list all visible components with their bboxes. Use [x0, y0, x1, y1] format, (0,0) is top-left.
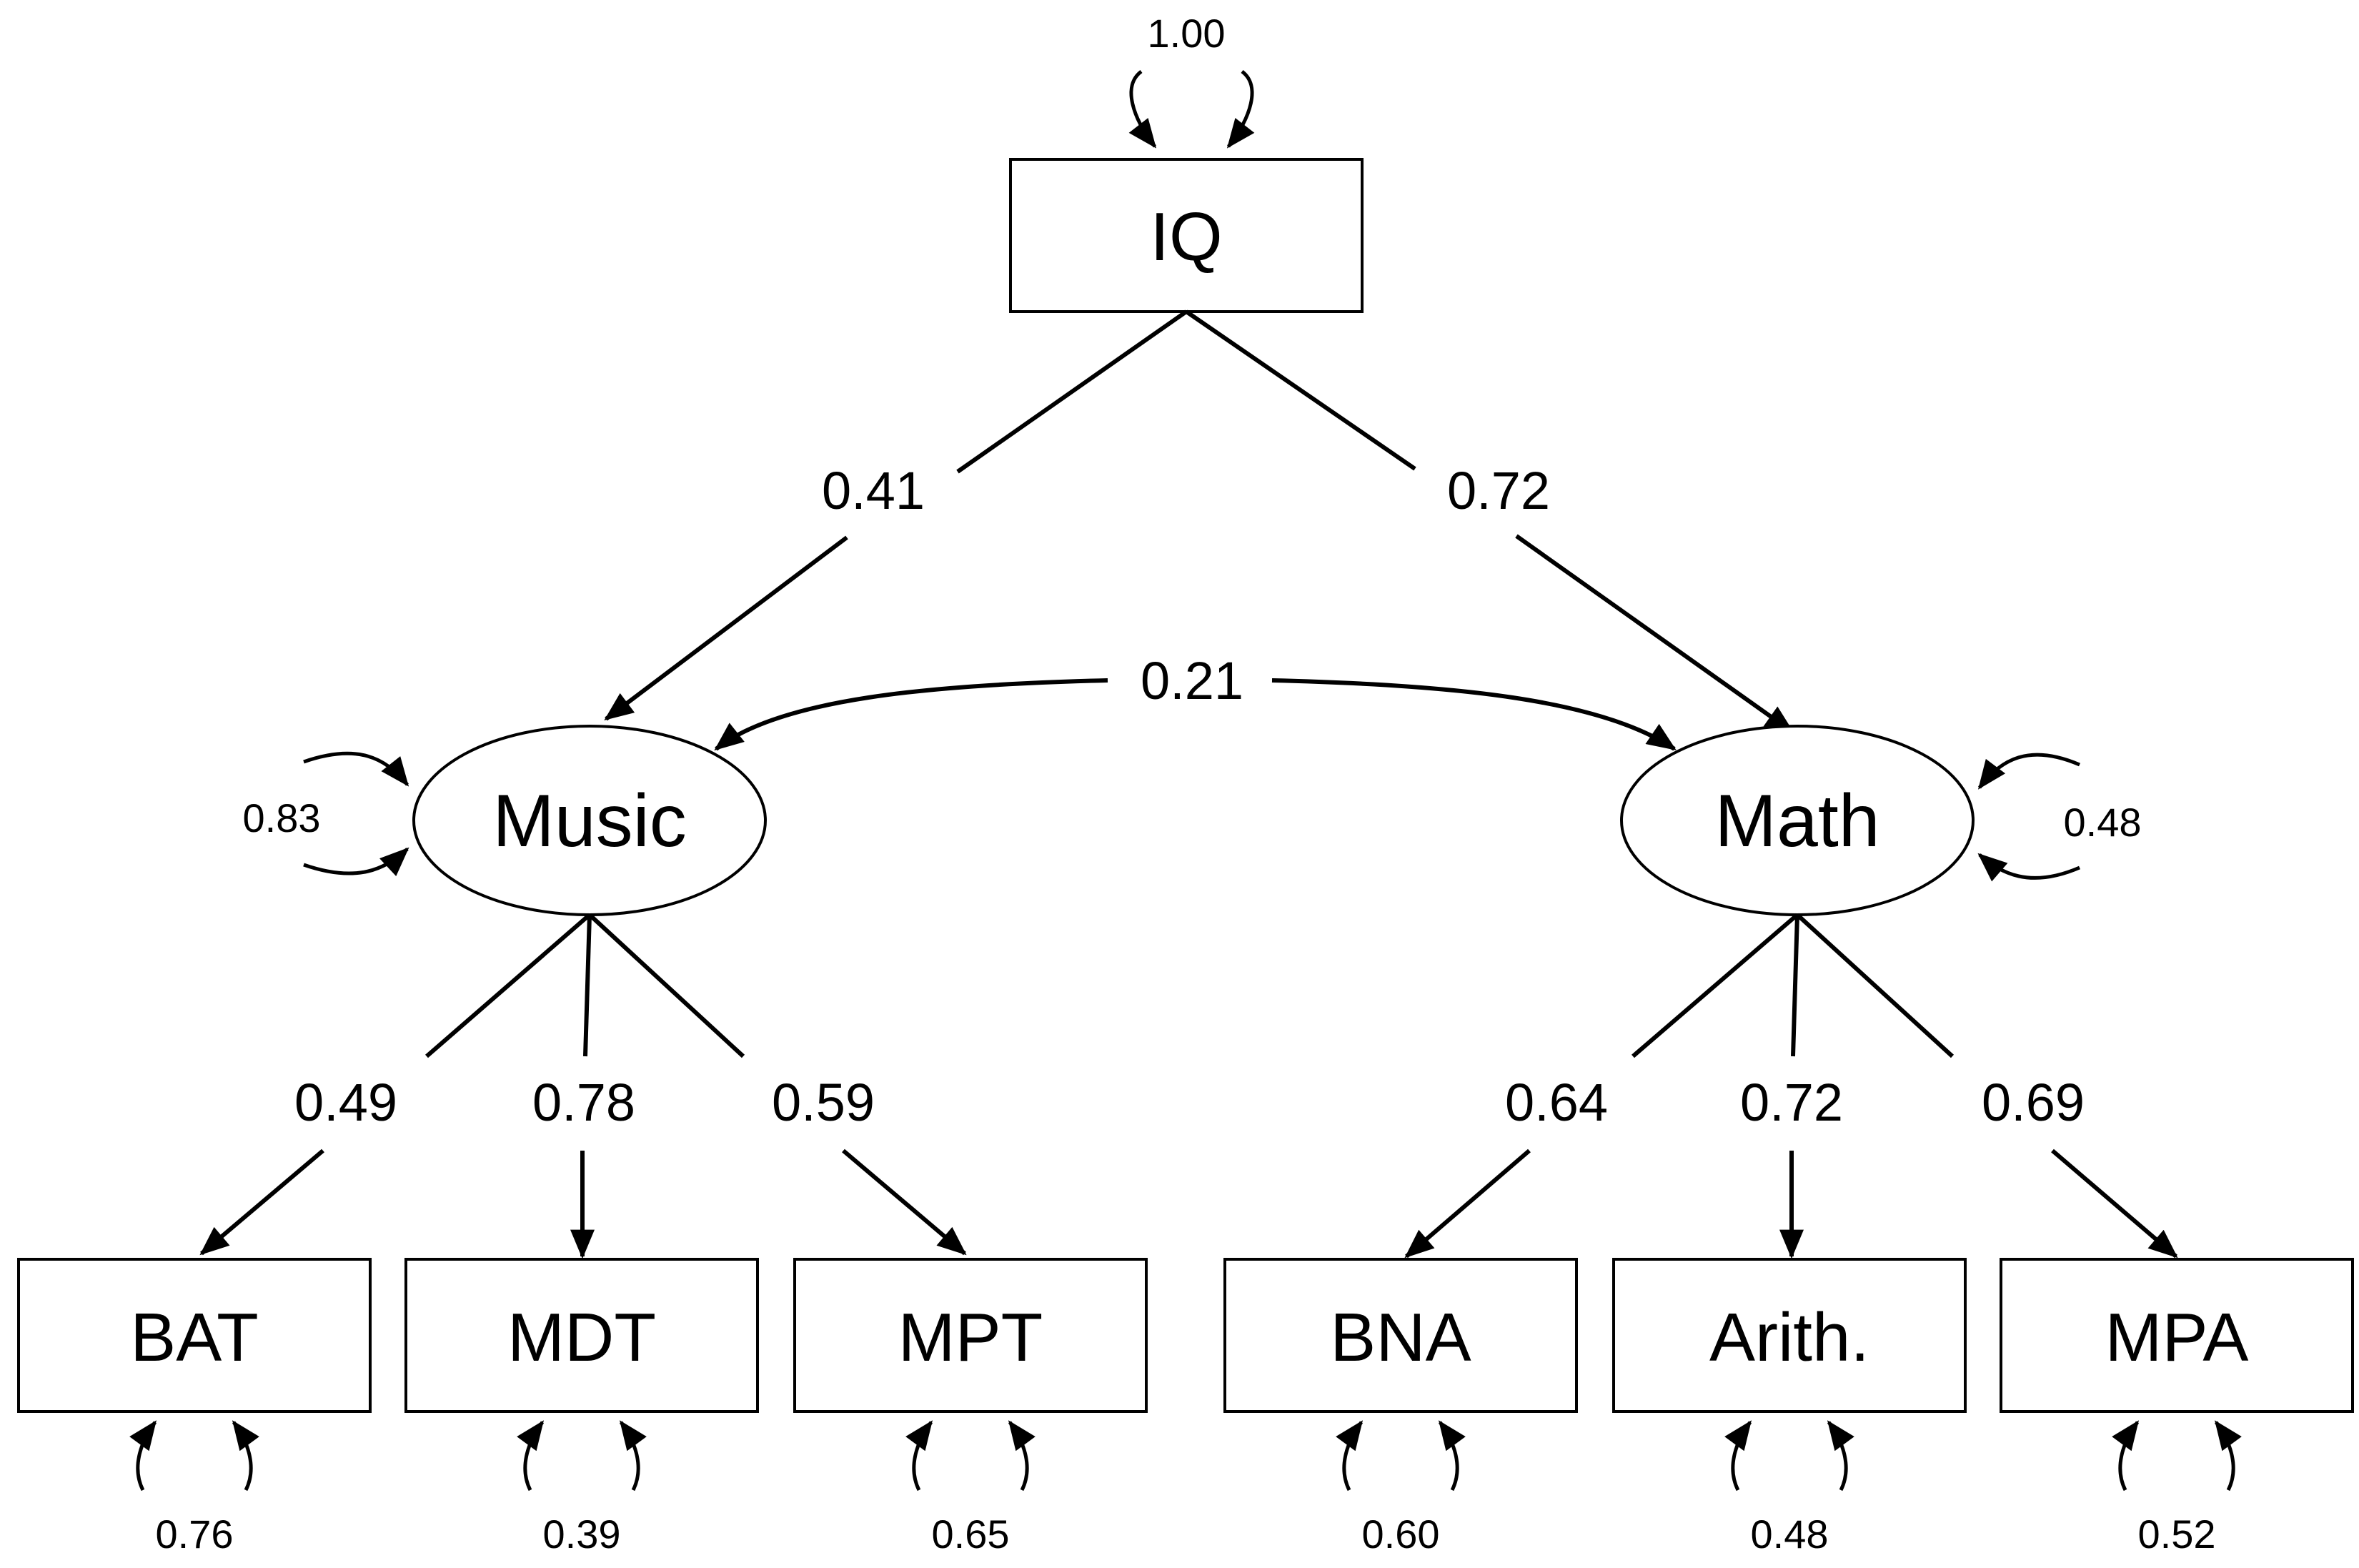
- coef-music-bat: 0.49: [294, 1073, 397, 1132]
- mpt-node-label: MPT: [898, 1299, 1043, 1376]
- arith-node-label: Arith.: [1709, 1299, 1869, 1376]
- math-variance: 0.48: [1977, 753, 2142, 882]
- mpt-node: MPT: [793, 1258, 1148, 1413]
- mpa-variance-label: 0.52: [2138, 1512, 2216, 1557]
- music-variance-label: 0.83: [243, 795, 321, 840]
- bna-node-label: BNA: [1330, 1299, 1471, 1376]
- mdt-node: MDT: [404, 1258, 759, 1413]
- path-music-bat: 0.49: [199, 913, 591, 1256]
- path-iq-music: 0.41: [604, 309, 1188, 721]
- coef-math-arith: 0.72: [1740, 1073, 1843, 1132]
- arith-node: Arith.: [1612, 1258, 1967, 1413]
- path-music-mdt: 0.78: [532, 914, 635, 1259]
- mdt-node-label: MDT: [507, 1299, 656, 1376]
- coef-math-bna: 0.64: [1505, 1073, 1608, 1132]
- math-node: Math: [1620, 725, 1975, 916]
- covariance-music-math: 0.21: [714, 651, 1677, 751]
- bat-variance: 0.76: [129, 1420, 259, 1557]
- coef-iq-music: 0.41: [822, 461, 925, 520]
- coef-music-mdt: 0.78: [532, 1073, 635, 1132]
- mpt-variance: 0.65: [905, 1420, 1036, 1557]
- coef-music-math: 0.21: [1141, 651, 1243, 710]
- bna-variance-label: 0.60: [1362, 1512, 1440, 1557]
- mpt-variance-label: 0.65: [932, 1512, 1010, 1557]
- iq-variance-label: 1.00: [1148, 11, 1226, 56]
- path-math-arith: 0.72: [1740, 914, 1843, 1259]
- arith-variance-label: 0.48: [1751, 1512, 1829, 1557]
- coef-iq-math: 0.72: [1447, 461, 1550, 520]
- bat-node-label: BAT: [130, 1299, 259, 1376]
- mdt-variance: 0.39: [517, 1420, 647, 1557]
- bna-node: BNA: [1223, 1258, 1578, 1413]
- music-node-label: Music: [492, 780, 687, 863]
- math-node-label: Math: [1714, 780, 1879, 863]
- iq-node: IQ: [1009, 158, 1364, 313]
- iq-node-label: IQ: [1150, 199, 1222, 275]
- path-math-bna: 0.64: [1404, 913, 1799, 1259]
- bat-variance-label: 0.76: [156, 1512, 234, 1557]
- coef-music-mpt: 0.59: [772, 1073, 875, 1132]
- mpa-variance: 0.52: [2112, 1420, 2242, 1557]
- bat-node: BAT: [17, 1258, 372, 1413]
- mpa-node: MPA: [2000, 1258, 2354, 1413]
- path-iq-math: 0.72: [1185, 309, 1794, 734]
- iq-variance: 1.00: [1128, 11, 1255, 149]
- bna-variance: 0.60: [1336, 1420, 1466, 1557]
- music-variance: 0.83: [243, 751, 409, 876]
- path-math-mpa: 0.69: [1795, 913, 2178, 1259]
- mdt-variance-label: 0.39: [543, 1512, 621, 1557]
- math-variance-label: 0.48: [2064, 800, 2142, 845]
- path-music-mpt: 0.59: [587, 913, 967, 1256]
- coef-math-mpa: 0.69: [1982, 1073, 2085, 1132]
- music-node: Music: [412, 725, 767, 916]
- mpa-node-label: MPA: [2105, 1299, 2249, 1376]
- arith-variance: 0.48: [1724, 1420, 1854, 1557]
